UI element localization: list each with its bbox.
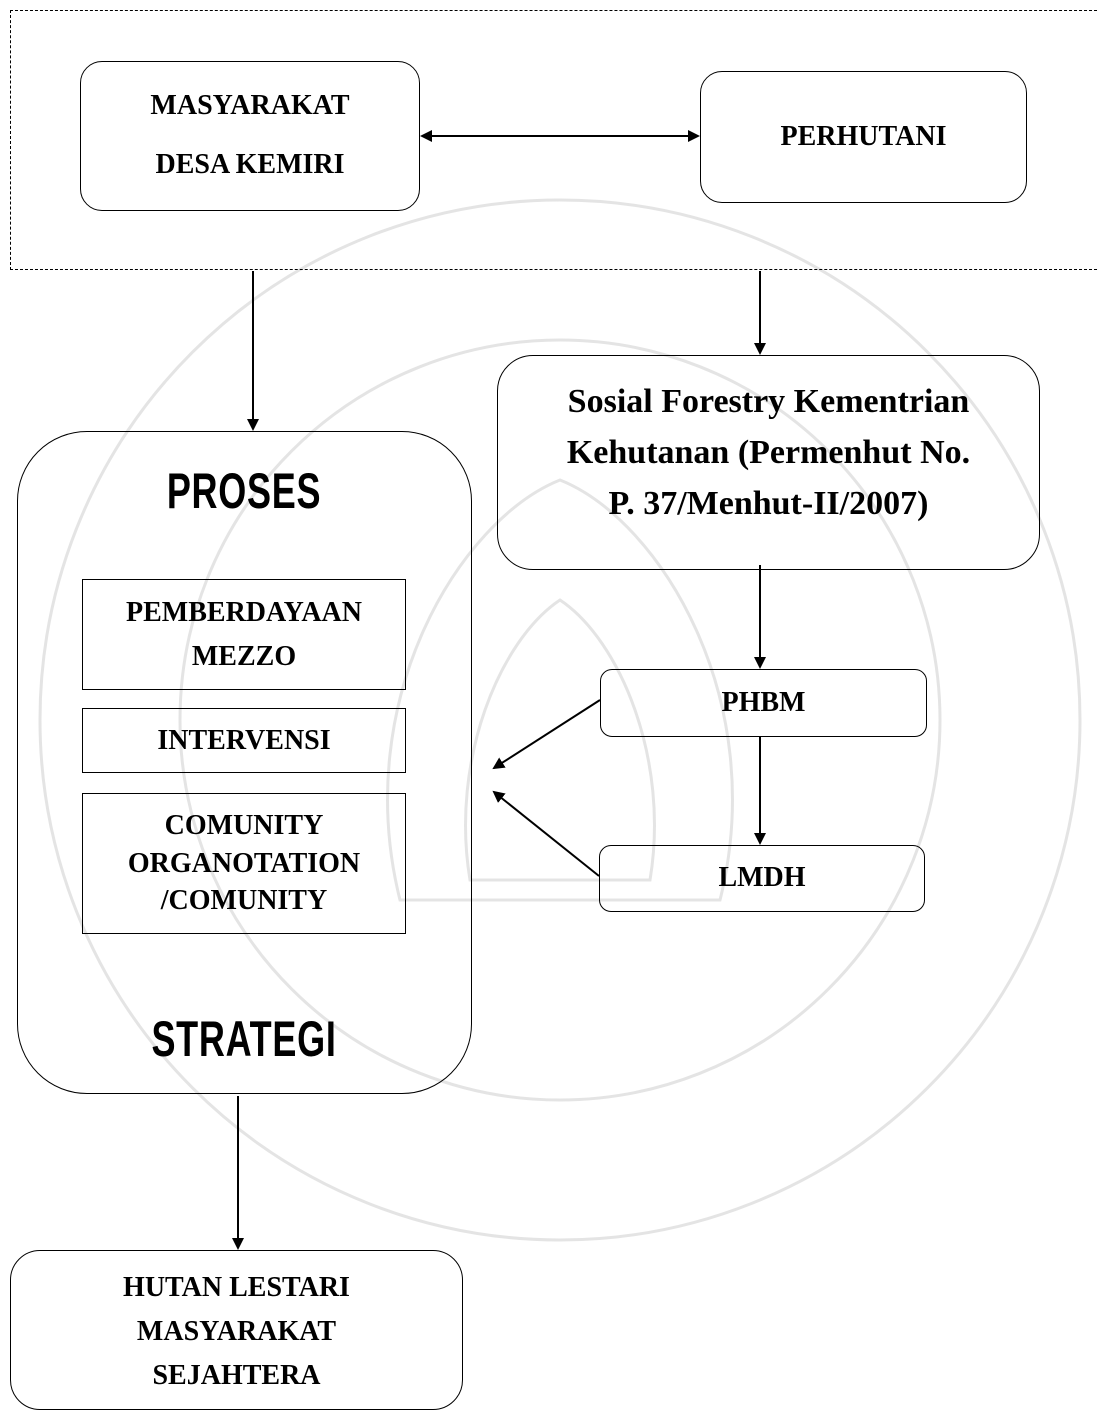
pemberdayaan-node: PEMBERDAYAAN MEZZO — [82, 579, 406, 690]
hutan-line3: SEJAHTERA — [152, 1359, 321, 1391]
masyarakat-line2: DESA KEMIRI — [155, 149, 345, 180]
phbm-label: PHBM — [721, 686, 806, 718]
pemberdayaan-line1: PEMBERDAYAAN — [126, 596, 362, 628]
sosial-forestry-line3: P. 37/Menhut-II/2007) — [608, 485, 929, 522]
arrow-phbm-to-proses — [492, 699, 601, 770]
intervensi-node: INTERVENSI — [82, 708, 406, 773]
comunity-line2: ORGANOTATION — [127, 847, 361, 879]
perhutani-node: PERHUTANI — [700, 71, 1027, 203]
arrow-lmdh-to-proses — [492, 790, 600, 877]
comunity-node: COMUNITY ORGANOTATION /COMUNITY — [82, 793, 406, 934]
masyarakat-node: MASYARAKAT DESA KEMIRI — [80, 61, 420, 211]
lmdh-node: LMDH — [599, 845, 925, 912]
stakeholder-group — [10, 10, 1099, 270]
comunity-line3: /COMUNITY — [160, 885, 328, 917]
sosial-forestry-node: Sosial Forestry Kementrian Kehutanan (Pe… — [497, 355, 1040, 570]
proses-title: PROSES — [166, 463, 322, 519]
perhutani-label: PERHUTANI — [780, 120, 947, 152]
lmdh-label: LMDH — [718, 862, 806, 894]
sosial-forestry-line2: Kehutanan (Permenhut No. — [566, 434, 971, 471]
proses-strategi-node — [17, 431, 472, 1094]
pemberdayaan-line2: MEZZO — [191, 640, 297, 672]
phbm-node: PHBM — [600, 669, 927, 737]
sosial-forestry-line1: Sosial Forestry Kementrian — [567, 383, 970, 420]
strategi-title: STRATEGI — [151, 1011, 337, 1067]
comunity-line1: COMUNITY — [164, 809, 324, 841]
intervensi-label: INTERVENSI — [157, 724, 331, 756]
hutan-line1: HUTAN LESTARI — [123, 1272, 350, 1303]
hutan-line2: MASYARAKAT — [136, 1315, 337, 1347]
hutan-lestari-node: HUTAN LESTARI MASYARAKAT SEJAHTERA — [10, 1250, 463, 1410]
masyarakat-line1: MASYARAKAT — [150, 90, 350, 122]
